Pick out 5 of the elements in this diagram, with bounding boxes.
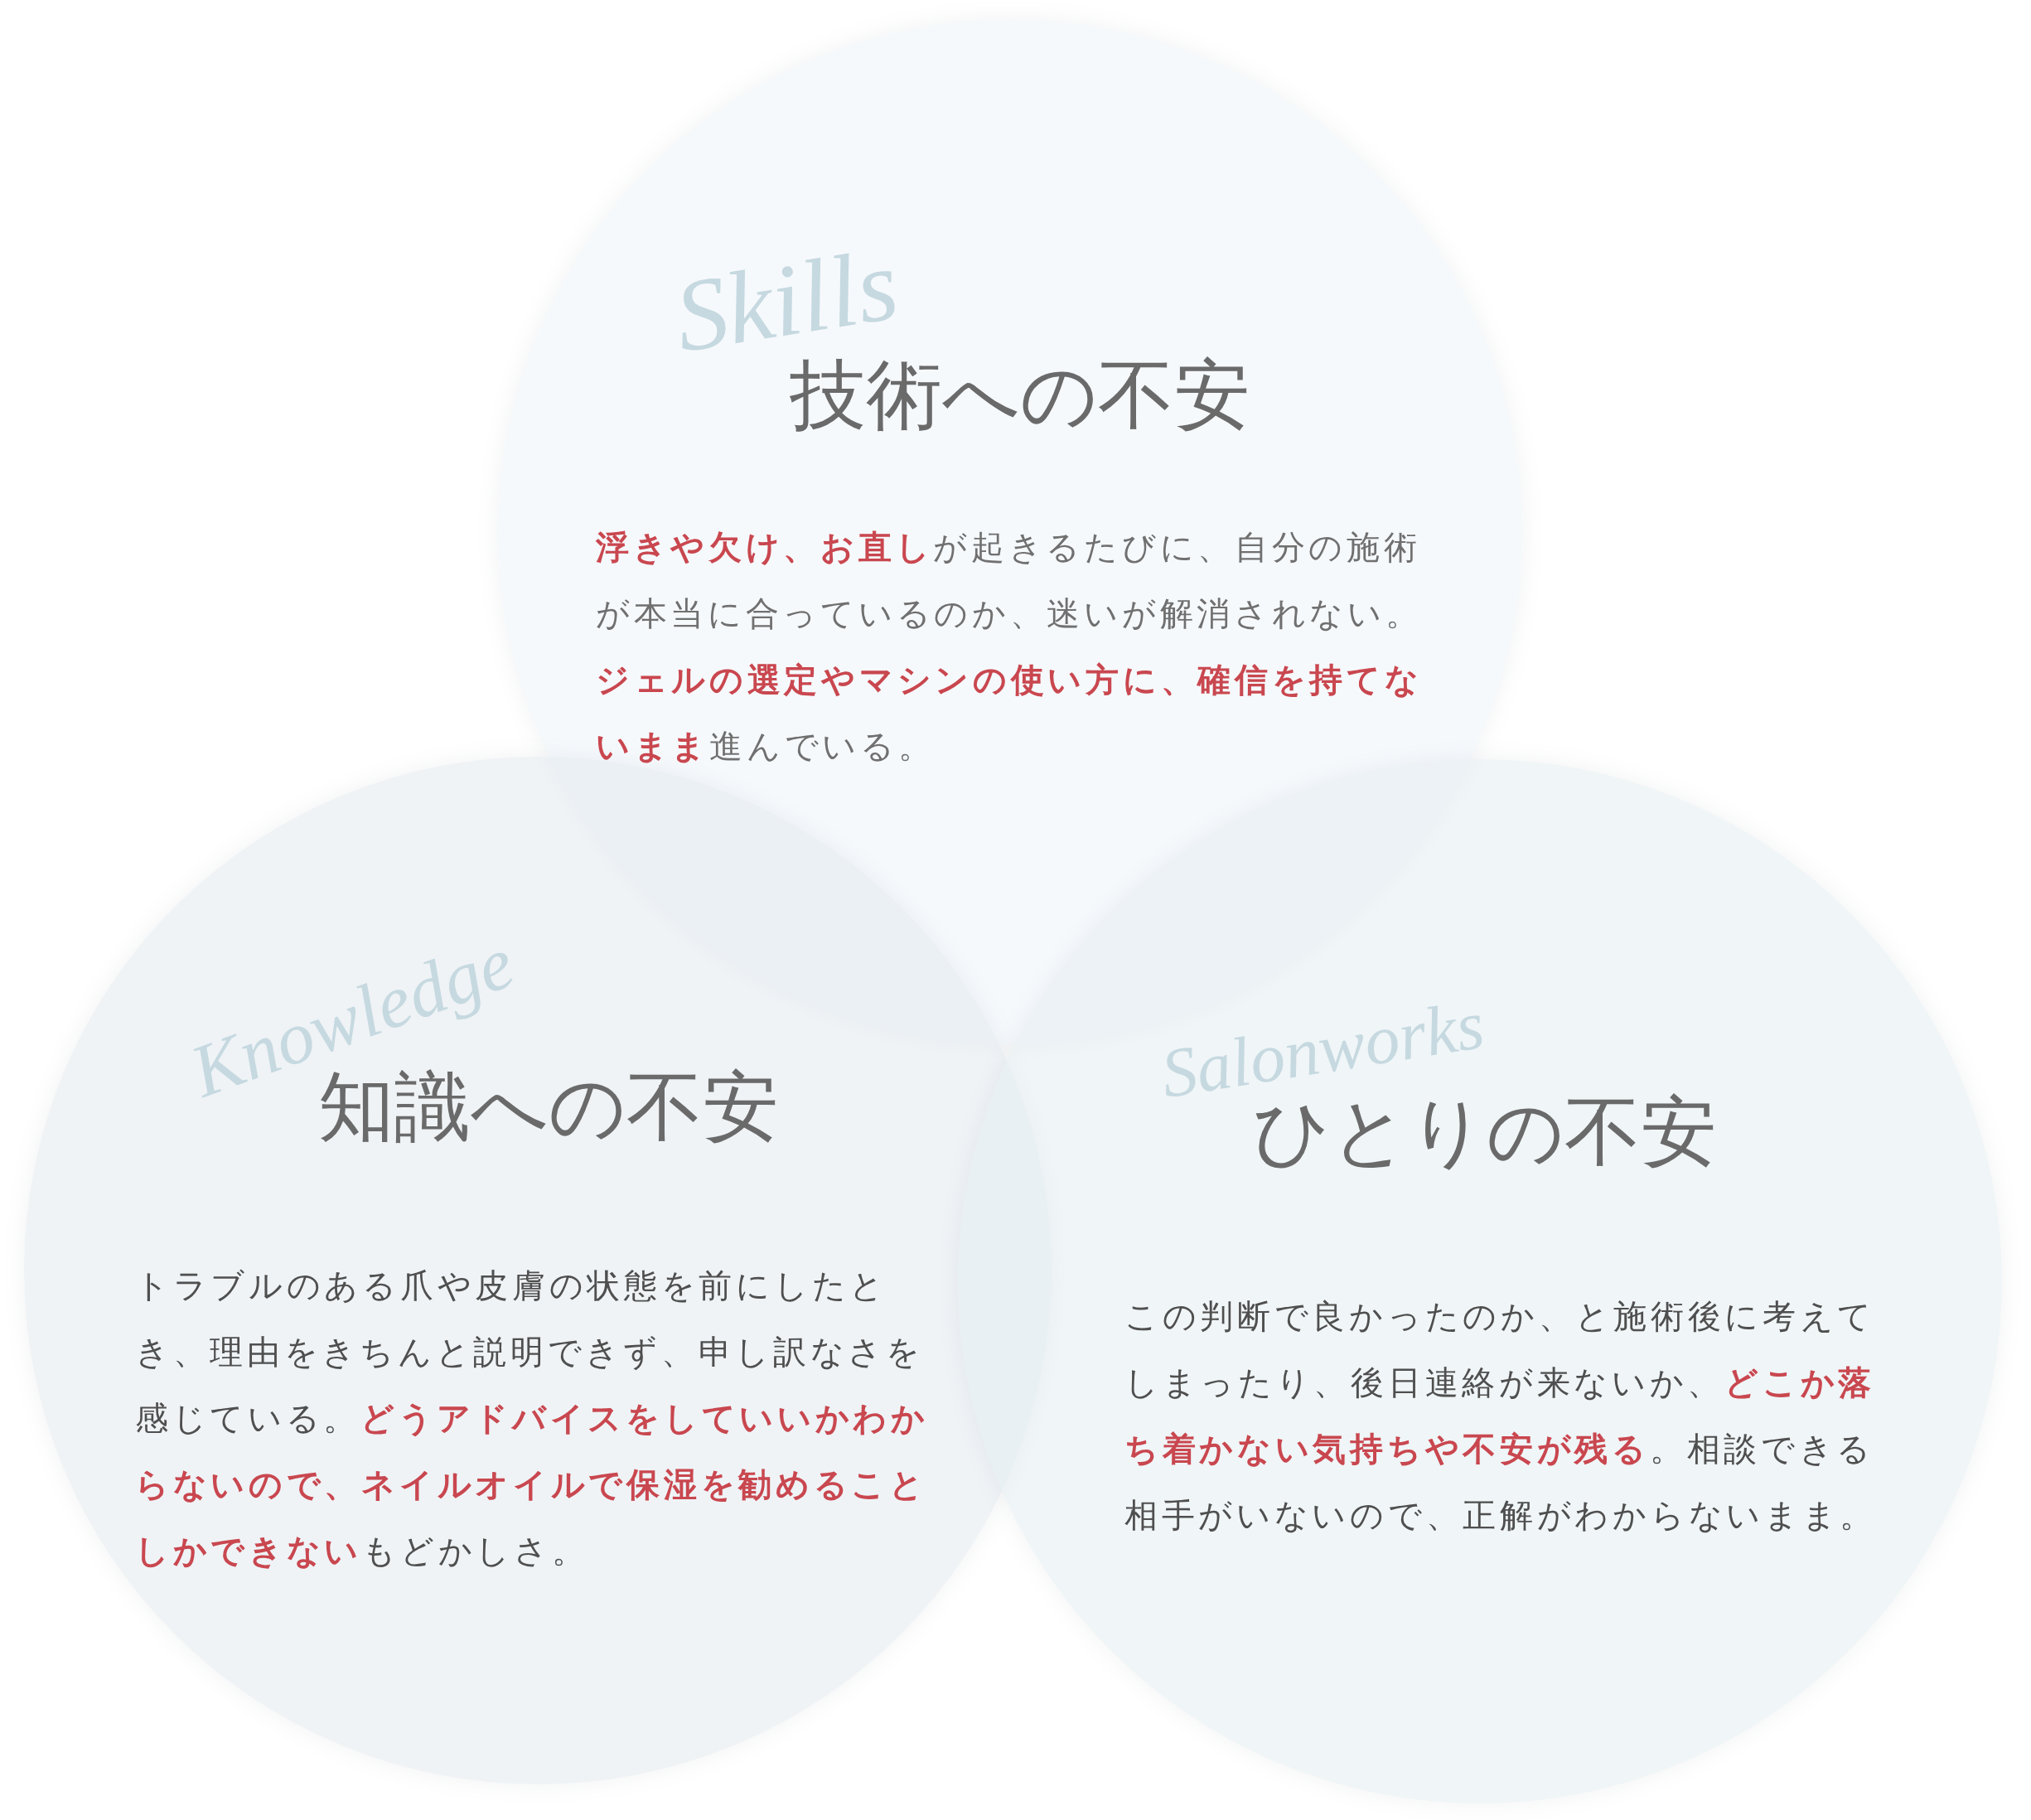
heading: 技術への不安 (790, 357, 1250, 433)
body-text: この判断で良かったのか、と施術後に考えてしまったり、後日連絡が来ないか、どこか落ち着かない気持ちや不安が残る。相談できる相手がいないので、正解がわからないまま。 (1124, 1296, 1878, 1536)
body-text: 浮きや欠け、お直しが起きるたびに、自分の施術が本当に合っているのか、迷いが解消されない。ジェルの選定やマシンの使い方に、確信を持てないまま進んでいる。 (596, 527, 1424, 767)
body-text: トラブルのある爪や皮膚の状態を前にしたとき、理由をきちんと説明できず、申し訳なさを感じている。どうアドバイスをしていいかわからないので、ネイルオイルで保湿を勧めることしかできないもどかしさ。 (135, 1266, 930, 1571)
heading: ひとりの不安 (1253, 1094, 1717, 1170)
